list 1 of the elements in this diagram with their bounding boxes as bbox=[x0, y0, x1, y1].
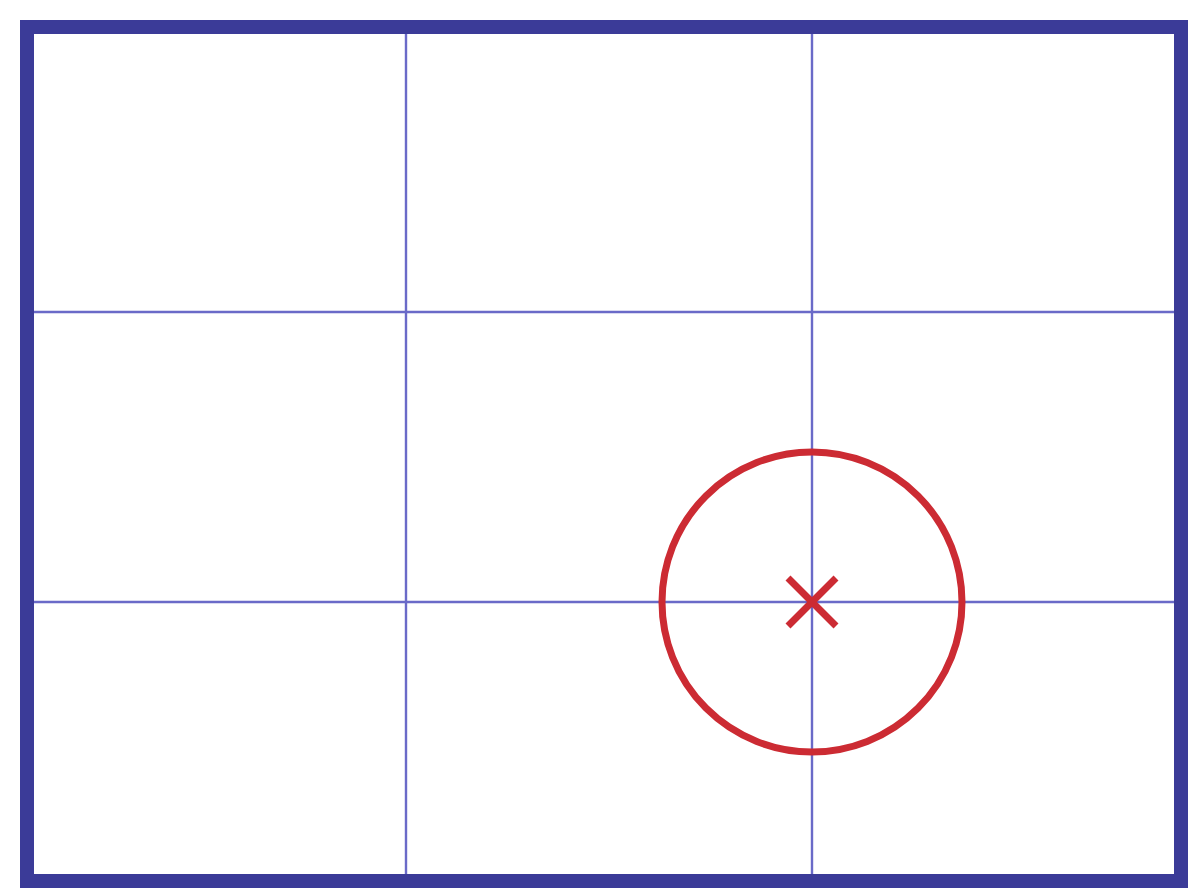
target-circle bbox=[654, 444, 970, 760]
